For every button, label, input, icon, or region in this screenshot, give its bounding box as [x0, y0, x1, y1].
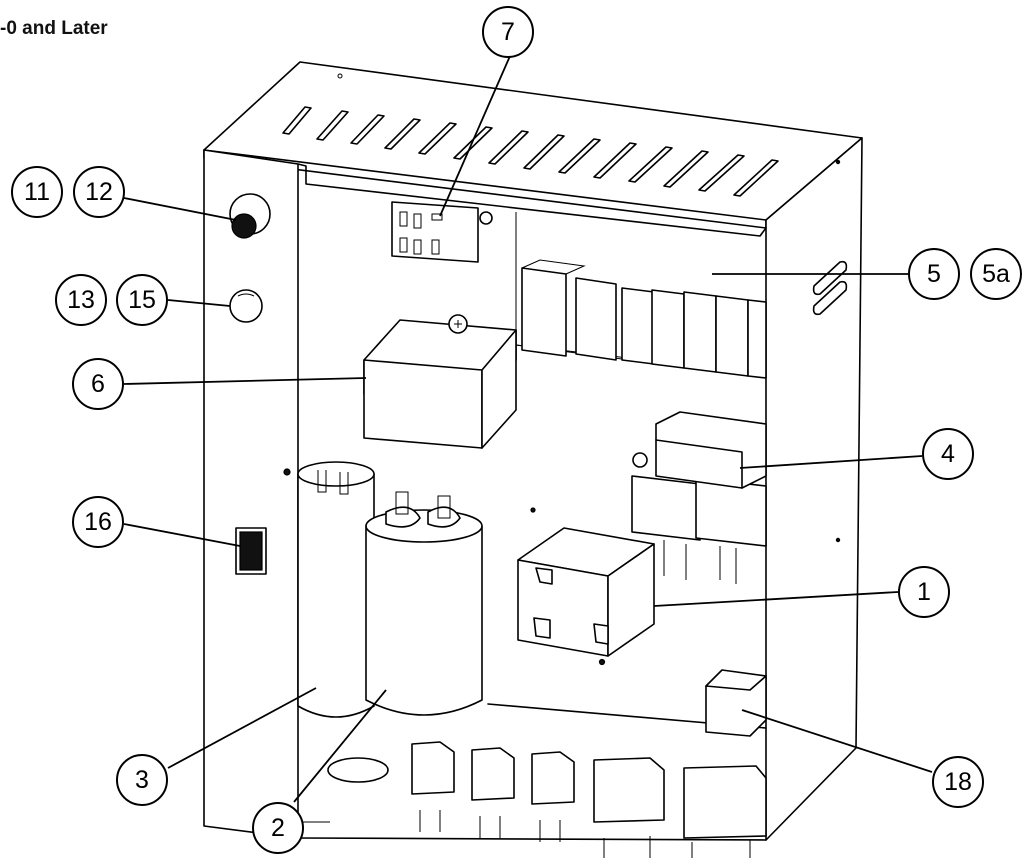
callout-label-12: 12	[85, 178, 113, 206]
capacitor-2	[365, 491, 483, 716]
callout-4: 4	[922, 428, 974, 480]
lid-vent-slots	[282, 106, 779, 197]
enclosure	[203, 61, 863, 841]
callout-11: 11	[11, 166, 63, 218]
callout-15: 15	[116, 274, 168, 326]
callout-13: 13	[55, 274, 107, 326]
relay-1	[517, 507, 655, 666]
bottom-connectors	[327, 741, 767, 858]
callout-label-6: 6	[91, 370, 105, 398]
callout-18: 18	[932, 756, 984, 808]
callout-label-5a: 5a	[982, 260, 1010, 288]
callout-label-15: 15	[128, 286, 156, 314]
rocker-switch-16	[235, 527, 267, 575]
callout-label-5: 5	[927, 260, 941, 288]
relay-bank-5	[521, 259, 767, 379]
callout-3: 3	[116, 754, 168, 806]
component-18	[705, 669, 767, 737]
capacitor-3	[297, 461, 375, 718]
component-6	[363, 314, 517, 449]
callout-16: 16	[72, 496, 124, 548]
callout-1: 1	[898, 566, 950, 618]
callout-label-4: 4	[941, 440, 955, 468]
callout-label-2: 2	[271, 814, 285, 842]
page-header: -0 and Later	[0, 18, 108, 39]
small-relay-7	[391, 201, 493, 263]
callout-label-18: 18	[944, 768, 972, 796]
callout-2: 2	[252, 802, 304, 854]
fuses	[812, 260, 848, 316]
callout-label-3: 3	[135, 766, 149, 794]
callout-label-13: 13	[67, 286, 95, 314]
transformer-4	[631, 411, 767, 584]
push-button-11-12	[229, 193, 271, 239]
callout-7: 7	[482, 6, 534, 58]
callout-5: 5	[908, 248, 960, 300]
leader-lines	[123, 55, 933, 803]
callout-5a: 5a	[970, 248, 1022, 300]
callout-6: 6	[72, 358, 124, 410]
callout-label-11: 11	[24, 178, 50, 206]
callout-label-1: 1	[917, 578, 931, 606]
callout-label-16: 16	[84, 508, 112, 536]
callout-label-7: 7	[501, 18, 515, 46]
callout-12: 12	[73, 166, 125, 218]
indicator-light-13-15	[229, 289, 263, 323]
